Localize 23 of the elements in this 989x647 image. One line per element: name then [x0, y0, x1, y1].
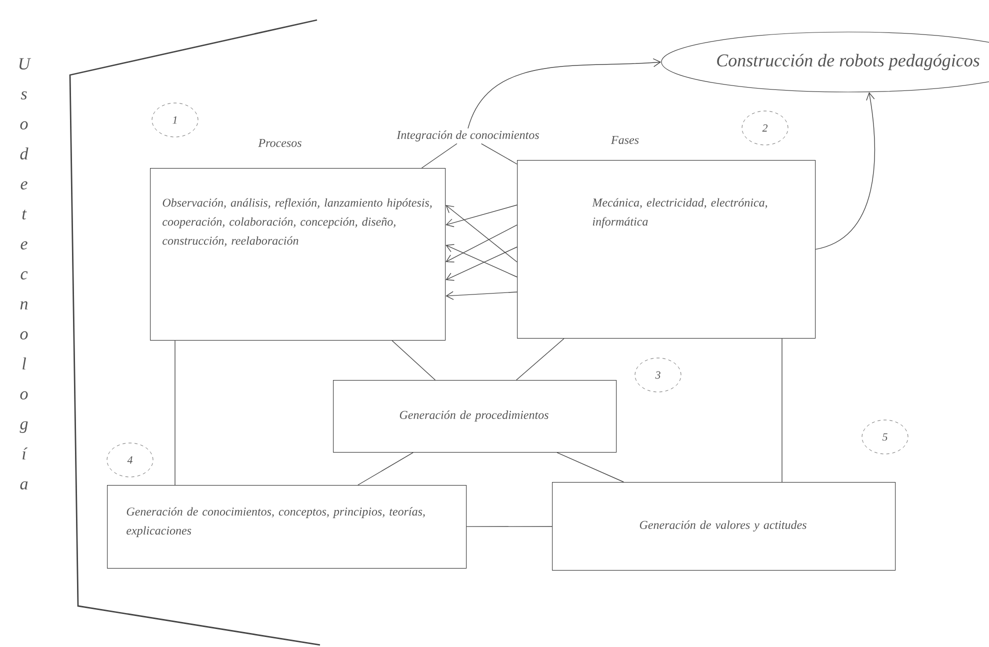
connector	[516, 338, 564, 380]
box-heading: Fases	[610, 136, 639, 144]
bare-label: Integración de conocimientos	[396, 130, 539, 142]
text-box: Mecánica, electricidad, electrónica, informática	[517, 160, 816, 339]
connector	[815, 92, 875, 250]
connector	[446, 291, 518, 300]
text-box: Observación, análisis, reflexión, lanzamiento hipótesis, cooperación, colaboración, concepción, diseño, construcción, reelaboración	[150, 168, 446, 341]
text-box: Generación de conocimientos, conceptos, principios, teorías, explicaciones	[107, 485, 467, 569]
text-box: Generación de procedimientos	[333, 380, 617, 453]
connector	[446, 204, 518, 228]
connector	[174, 340, 176, 486]
connector	[358, 452, 414, 486]
connector	[392, 340, 436, 380]
connector	[480, 143, 518, 164]
connector	[446, 205, 518, 262]
vertical-label: Uso de tecnología	[19, 58, 32, 490]
connector	[556, 452, 624, 482]
connector	[421, 143, 458, 168]
connector	[468, 58, 662, 129]
connector	[466, 526, 552, 527]
box-heading: Procesos	[258, 139, 302, 147]
connector	[446, 224, 518, 262]
text-box: Generación de valores y actitudes	[552, 482, 896, 571]
